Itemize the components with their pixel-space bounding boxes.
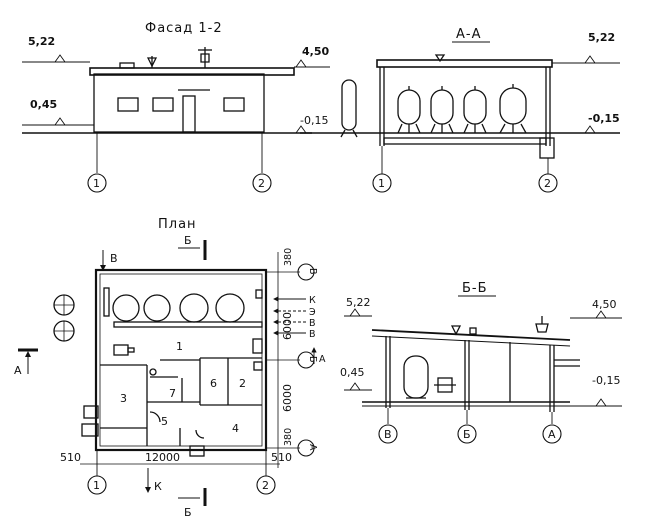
facade-axis-2: 2	[258, 177, 265, 190]
facade-labels: 5,22 4,50 0,45 -0,15	[28, 35, 329, 127]
pipe-label-e: Э	[309, 307, 316, 318]
bb-axis-b: Б	[463, 428, 471, 441]
elev-aa-top: 5,22	[588, 31, 615, 44]
room-2: 2	[239, 377, 246, 390]
plan-view: План	[18, 217, 317, 506]
plan-section-mark-v: В	[110, 252, 118, 265]
pipe-label-k: К	[309, 295, 316, 306]
dim-bottom: 380	[283, 428, 294, 446]
section-aa-title: А-А	[456, 27, 481, 42]
plan-labels: Б Б В А К 1 2 3 4 5 6 7 К Э В В А 12000 …	[14, 234, 326, 519]
room-3: 3	[120, 392, 127, 405]
elev-facade-low: 0,45	[30, 98, 57, 111]
plan-axis-v: В	[307, 268, 318, 275]
dim-top: 380	[283, 248, 294, 266]
dim-width: 12000	[145, 451, 180, 464]
facade-view: Фасад 1-2	[22, 21, 330, 173]
plan-arrow-k-bottom: К	[154, 480, 162, 493]
room-4: 4	[232, 422, 239, 435]
room-7: 7	[169, 387, 176, 400]
section-bb-view: Б-Б	[344, 281, 622, 424]
plan-section-mark-a: А	[14, 364, 22, 377]
elev-facade-ground: -0,15	[300, 114, 328, 127]
elev-facade-roof: 4,50	[302, 45, 329, 58]
room-5: 5	[161, 415, 168, 428]
facade-title: Фасад 1-2	[145, 21, 223, 36]
dim-span1: 6000	[281, 312, 294, 340]
elev-facade-top: 5,22	[28, 35, 55, 48]
plan-section-mark-b-bottom: Б	[184, 506, 192, 519]
pipe-label-v2: В	[309, 329, 316, 340]
plan-section-mark-a-right: А	[319, 354, 326, 365]
plan-axis-1: 1	[93, 479, 100, 492]
section-aa-view: А-А	[300, 27, 620, 174]
plan-section-mark-b-top: Б	[184, 234, 192, 247]
dim-span2: 6000	[281, 384, 294, 412]
elev-bb-low: 0,45	[340, 366, 365, 379]
plan-axis-a: А	[307, 444, 318, 451]
bb-axis-v: В	[384, 428, 392, 441]
room-1: 1	[176, 340, 183, 353]
elev-bb-top: 5,22	[346, 296, 371, 309]
dim-left-offset: 510	[60, 451, 81, 464]
aa-axis-1: 1	[378, 177, 385, 190]
elev-aa-ground: -0,15	[588, 112, 620, 125]
elev-bb-ground: -0,15	[592, 374, 620, 387]
bb-axis-a: А	[548, 428, 556, 441]
elev-bb-roof: 4,50	[592, 298, 617, 311]
section-aa-labels: 5,22 -0,15 1 2	[372, 31, 620, 193]
section-bb-labels: 5,22 4,50 0,45 -0,15 В Б А	[340, 296, 620, 444]
facade-axis-markers: 1 2	[87, 173, 272, 193]
pipe-label-v1: В	[309, 318, 316, 329]
plan-axis-b: Б	[307, 356, 318, 363]
aa-axis-2: 2	[544, 177, 551, 190]
room-6: 6	[210, 377, 217, 390]
dim-right-offset: 510	[271, 451, 292, 464]
plan-axis-2: 2	[262, 479, 269, 492]
facade-axis-1: 1	[93, 177, 100, 190]
plan-title: План	[158, 217, 197, 232]
section-bb-title: Б-Б	[462, 281, 488, 296]
